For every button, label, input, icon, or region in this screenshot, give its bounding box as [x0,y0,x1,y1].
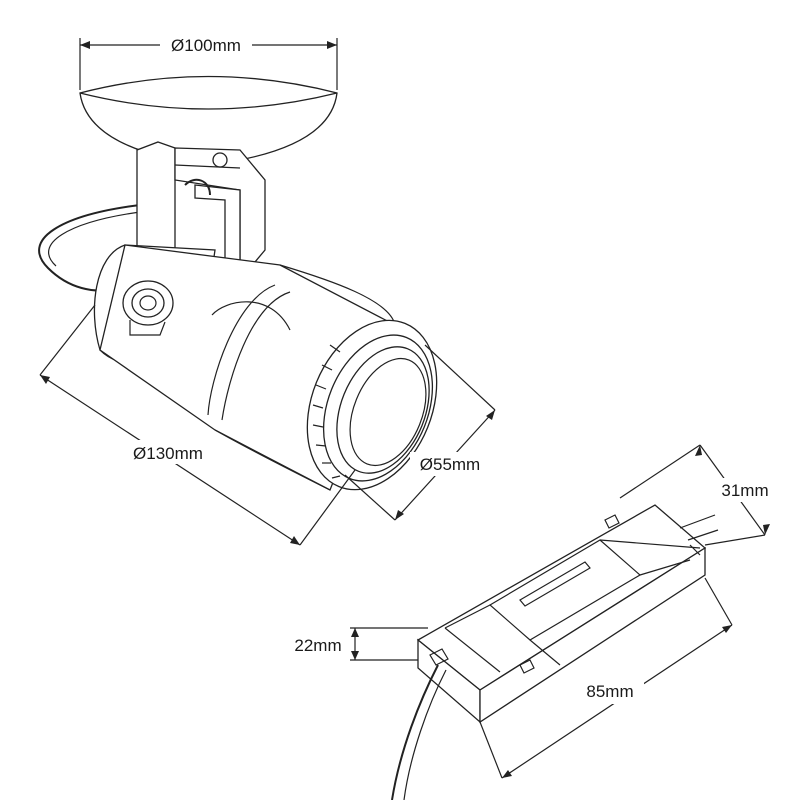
driver-width-label: 31mm [721,481,768,500]
plate-diameter-label: Ø100mm [171,36,241,55]
dimension-body-length: Ø130mm [39,304,356,546]
knurled-ring [312,344,341,479]
dimension-driver-length: 85mm [479,577,733,779]
body-length-label: Ø130mm [133,444,203,463]
dimension-plate-diameter: Ø100mm [79,36,338,90]
dimension-lens-diameter: Ø55mm [344,344,496,521]
lens-diameter-label: Ø55mm [420,455,480,474]
power-cable-loop [38,204,141,292]
dimension-driver-width: 31mm [619,444,778,546]
driver-cable [391,664,439,800]
led-driver [416,504,719,724]
driver-height-label: 22mm [294,636,341,655]
dimension-driver-height: 22mm [294,627,428,661]
tilt-knob [122,280,174,336]
lens-front [306,319,438,491]
driver-length-label: 85mm [586,682,633,701]
ceiling-plate [79,75,338,166]
